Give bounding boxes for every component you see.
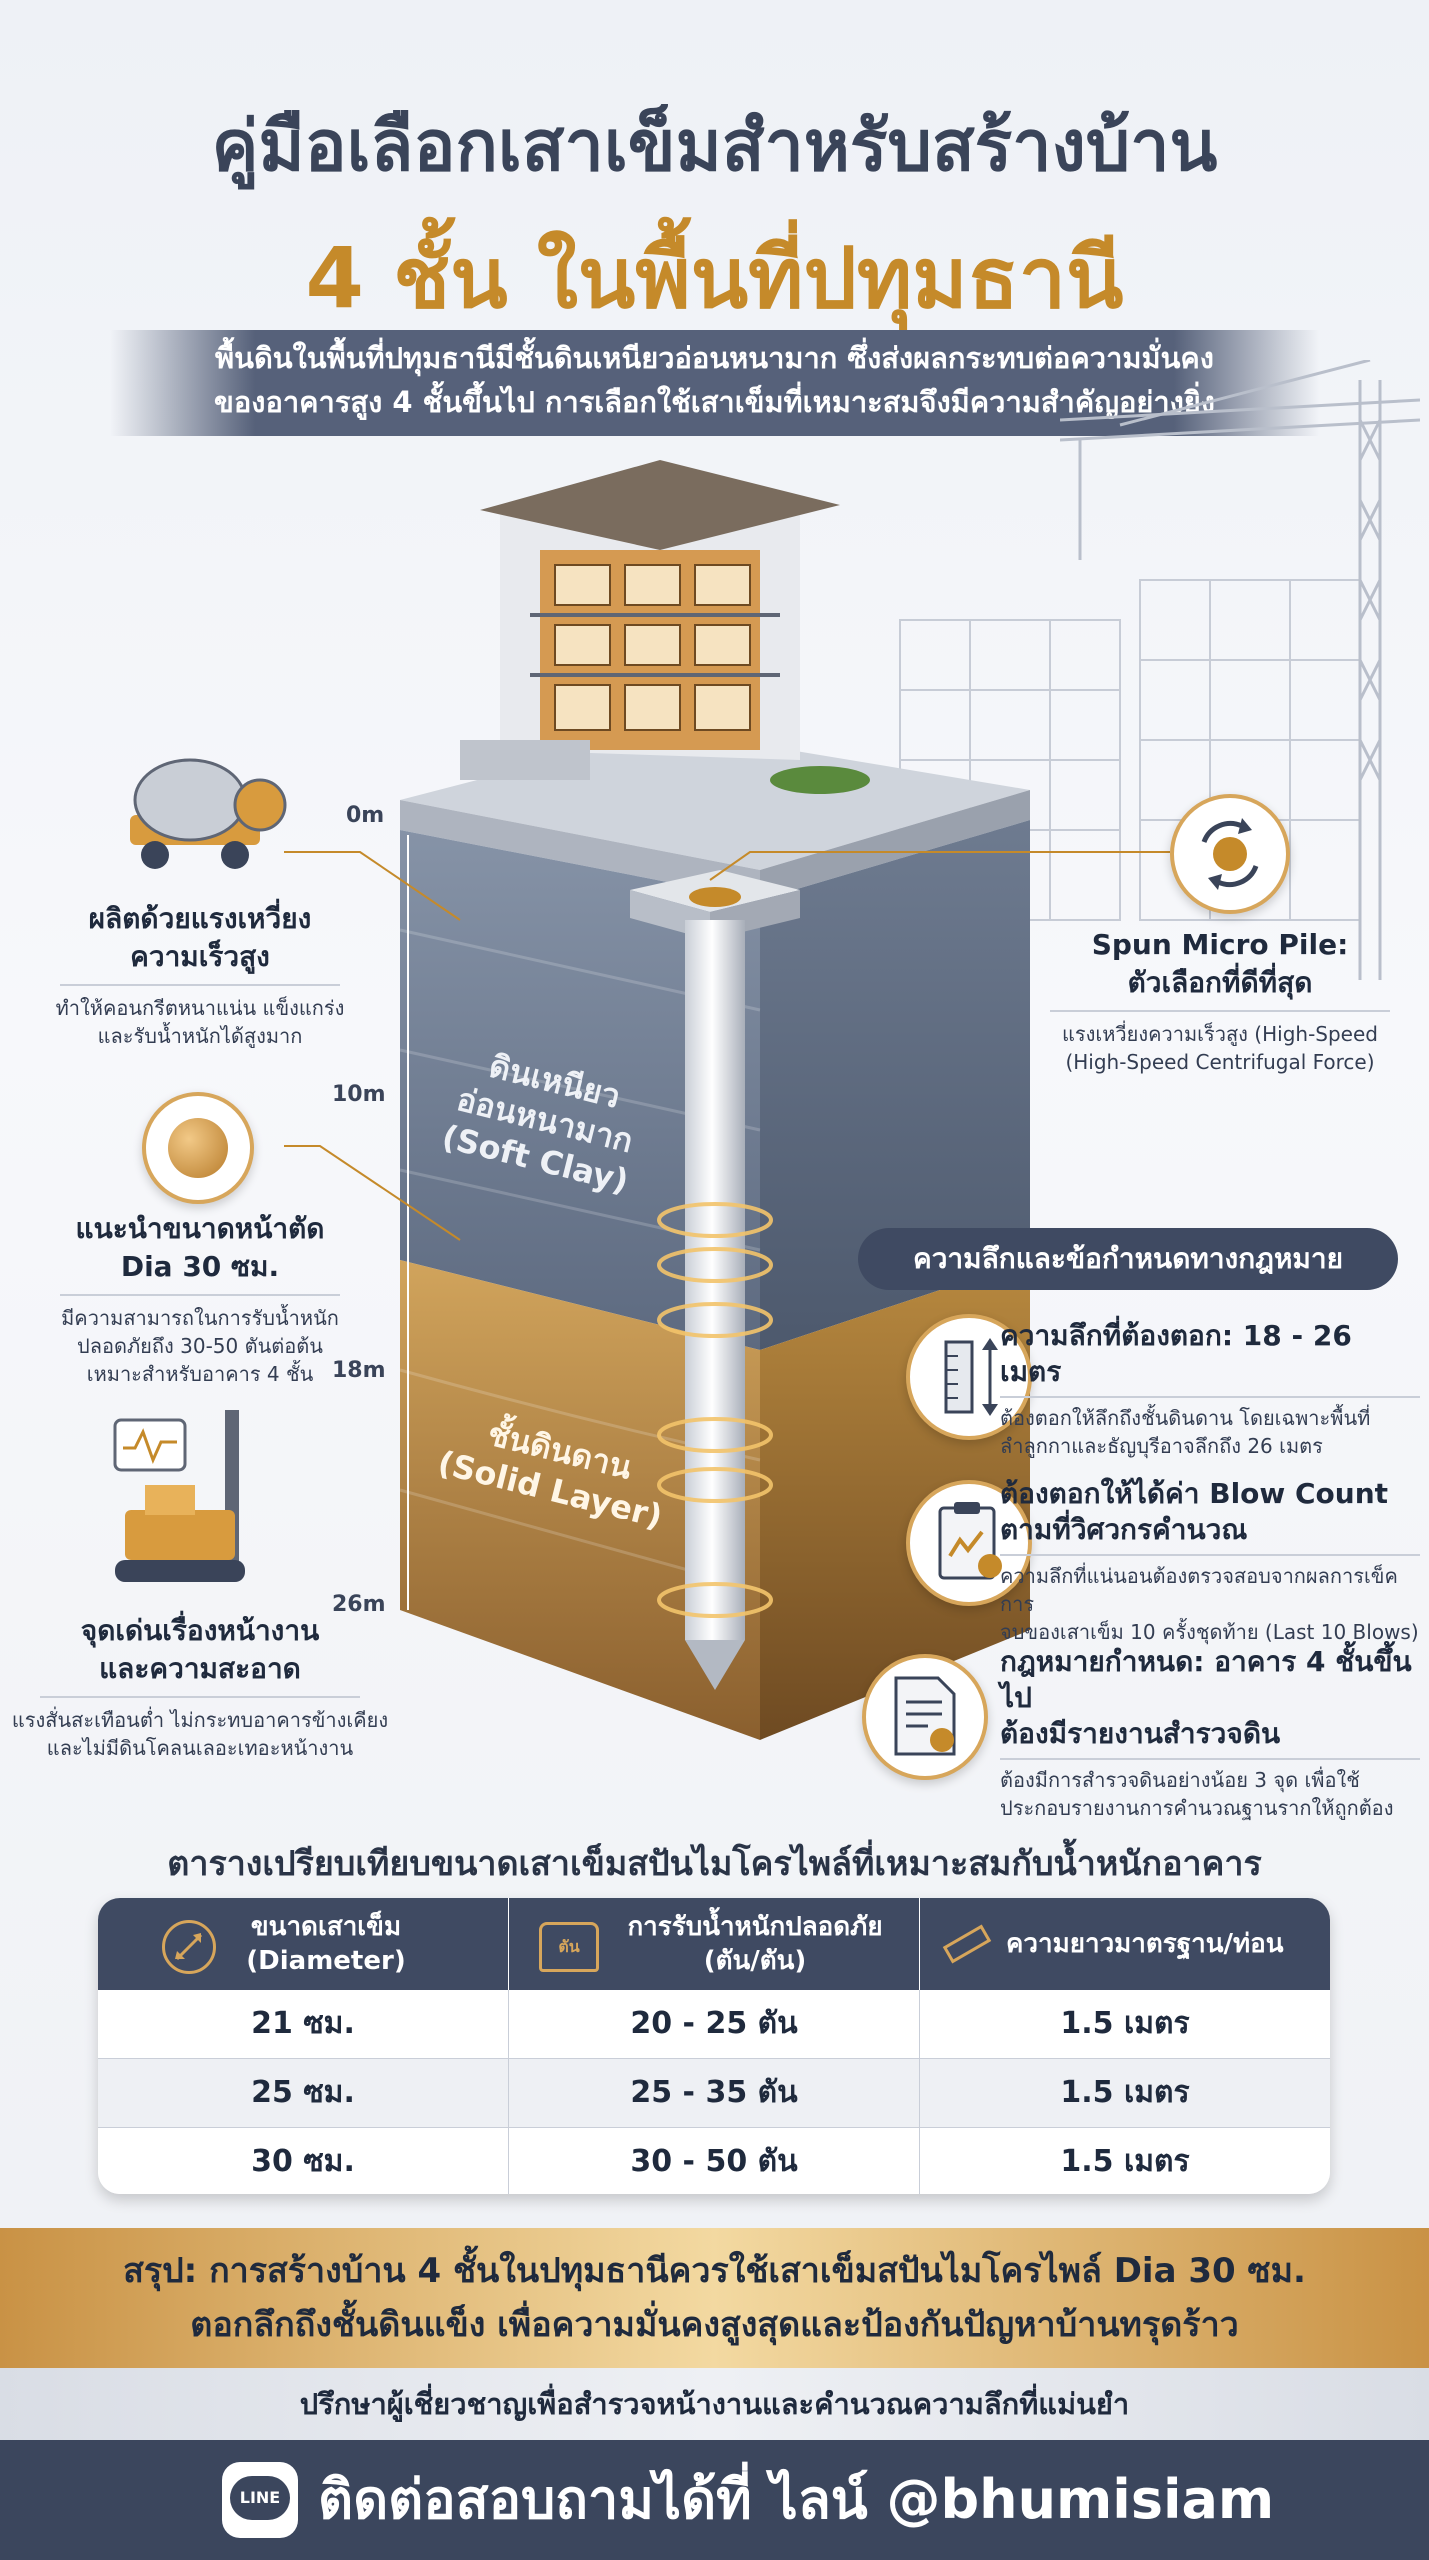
- table-cell: 25 - 35 ตัน: [509, 2059, 919, 2127]
- legal-heading: ความลึกและข้อกำหนดทางกฎหมาย: [858, 1228, 1398, 1290]
- depth-0m: 0m: [346, 803, 385, 828]
- consult-banner: ปรึกษาผู้เชี่ยวชาญเพื่อสำรวจหน้างานและคำ…: [0, 2368, 1429, 2440]
- intro-banner: พื้นดินในพื้นที่ปทุมธานีมีชั้นดินเหนียวอ…: [110, 330, 1319, 436]
- intro-line-1: พื้นดินในพื้นที่ปทุมธานีมีชั้นดินเหนียวอ…: [215, 341, 1214, 375]
- comparison-table: ขนาดเสาเข็ม (Diameter) ตัน การรับน้ำหนัก…: [98, 1898, 1330, 2194]
- summary-banner: สรุป: การสร้างบ้าน 4 ชั้นในปทุมธานีควรใช…: [0, 2228, 1429, 2368]
- depth-18m: 18m: [332, 1358, 386, 1383]
- feature-site-clean: จุดเด่นเรื่องหน้างาน และความสะอาด แรงสั่…: [11, 1614, 389, 1760]
- table-cell: 20 - 25 ตัน: [509, 1990, 919, 2058]
- cement-mixer-icon: [130, 758, 287, 869]
- summary-line-1: สรุป: การสร้างบ้าน 4 ชั้นในปทุมธานีควรใช…: [123, 2251, 1306, 2291]
- table-cell: 30 - 50 ตัน: [509, 2128, 919, 2194]
- legal-item-soil-report: กฎหมายกำหนด: อาคาร 4 ชั้นขึ้นไป ต้องมีรา…: [1000, 1644, 1420, 1822]
- table-header-length: ความยาวมาตรฐาน/ท่อน: [920, 1898, 1330, 1990]
- table-header-diameter: ขนาดเสาเข็ม (Diameter): [98, 1898, 508, 1990]
- feature-centrifugal: ผลิตด้วยแรงเหวี่ยง ความเร็วสูง ทำให้คอนก…: [55, 902, 345, 1048]
- pile-driver-icon: [113, 1410, 245, 1582]
- depth-10m: 10m: [332, 1082, 386, 1107]
- weight-icon: ตัน: [539, 1922, 599, 1972]
- table-cell: 21 ซม.: [98, 1990, 508, 2058]
- table-cell: 1.5 เมตร: [920, 2128, 1330, 2194]
- intro-line-2: ของอาคารสูง 4 ชั้นขึ้นไป การเลือกใช้เสาเ…: [214, 385, 1215, 419]
- certificate-document-icon: [862, 1654, 988, 1780]
- rotation-arrows-icon: [1170, 794, 1290, 914]
- soil-cross-section-diagram: [399, 460, 1030, 1740]
- feature-spun-micro-pile: Spun Micro Pile: ตัวเลือกที่ดีที่สุด แรง…: [1030, 926, 1410, 1076]
- table-cell: 1.5 เมตร: [920, 1990, 1330, 2058]
- crane-icon: [1060, 360, 1420, 980]
- depth-ruler-icon: [906, 1314, 1032, 1440]
- diameter-arrow-icon: [162, 1920, 216, 1974]
- table-title: ตารางเปรียบเทียบขนาดเสาเข็มสปันไมโครไพล์…: [167, 1844, 1262, 1884]
- line-logo-icon[interactable]: LINE: [222, 2462, 298, 2538]
- page-subtitle: 4 ชั้น ในพื้นที่ปทุมธานี: [305, 229, 1124, 327]
- page-title: คู่มือเลือกเสาเข็มสำหรับสร้างบ้าน: [211, 105, 1218, 187]
- table-cell: 1.5 เมตร: [920, 2059, 1330, 2127]
- table-cell: 25 ซม.: [98, 2059, 508, 2127]
- table-cell: 30 ซม.: [98, 2128, 508, 2194]
- legal-item-blow-count: ต้องตอกให้ได้ค่า Blow Count ตามที่วิศวกร…: [1000, 1477, 1420, 1644]
- contact-text[interactable]: ติดต่อสอบถามได้ที่ ไลน์ @bhumisiam: [318, 2468, 1275, 2531]
- pile-cross-section-icon: [142, 1092, 254, 1204]
- clipboard-icon: [906, 1480, 1032, 1606]
- contact-footer[interactable]: LINE ติดต่อสอบถามได้ที่ ไลน์ @bhumisiam: [0, 2440, 1429, 2560]
- leader-lines: [284, 851, 1170, 1241]
- legal-item-depth: ความลึกที่ต้องตอก: 18 - 26 เมตร ต้องตอกใ…: [1000, 1318, 1420, 1460]
- summary-line-2: ตอกลึกถึงชั้นดินแข็ง เพื่อความมั่นคงสูงส…: [190, 2305, 1239, 2345]
- depth-26m: 26m: [332, 1592, 386, 1617]
- table-header-load: ตัน การรับน้ำหนักปลอดภัย (ตัน/ตัน): [509, 1898, 919, 1990]
- feature-diameter: แนะนำขนาดหน้าตัด Dia 30 ซม. มีความสามารถ…: [60, 1212, 340, 1386]
- ruler-icon: [942, 1924, 992, 1964]
